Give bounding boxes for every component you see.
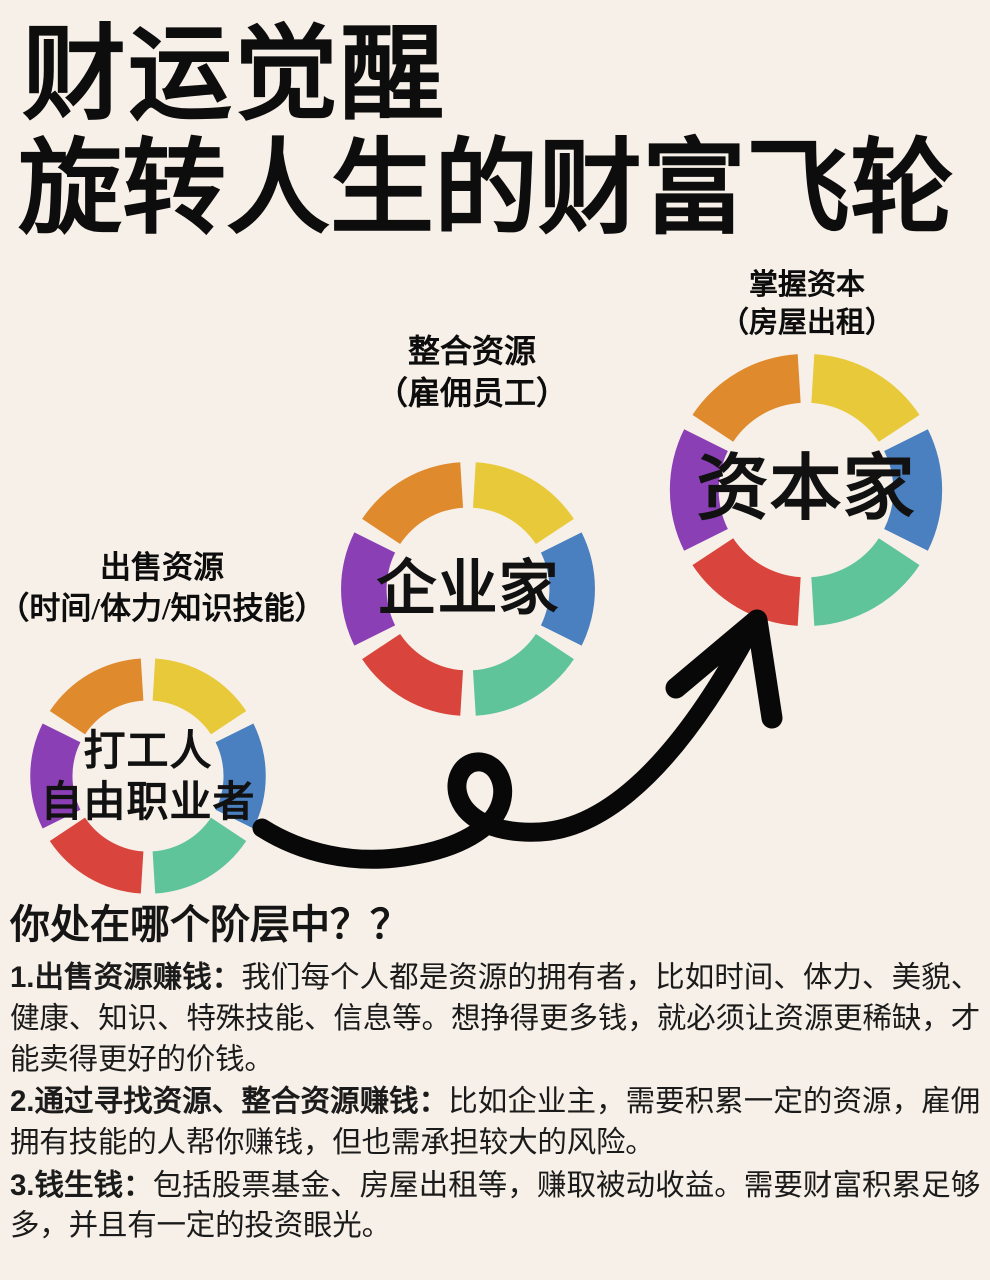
flywheel-segment-orange — [692, 354, 801, 442]
body-paragraph-1-lead: 1.出售资源赚钱： — [10, 961, 242, 995]
flywheel-segment-red — [49, 817, 144, 894]
body-paragraph-3-text: 包括股票基金、房屋出租等，赚取被动收益。需要财富积累足够多，并且有一定的投资眼光… — [10, 1168, 980, 1243]
flywheel-segment-purple — [669, 429, 728, 551]
flywheel-donut-capitalist-svg — [669, 354, 943, 626]
flywheel-segment-purple — [30, 723, 81, 829]
flywheel-label-worker: 出售资源 （时间/体力/知识技能） — [0, 548, 332, 630]
body-paragraph-3-lead: 3.钱生钱： — [10, 1168, 153, 1202]
flywheel-label-worker-line1: 出售资源 — [100, 550, 224, 585]
flywheel-label-entrepreneur: 整合资源 （雇佣员工） — [322, 330, 622, 414]
flywheel-segment-orange — [362, 462, 464, 545]
flywheel-segment-orange — [49, 658, 144, 735]
title-line-2: 旋转人生的财富飞轮 — [18, 132, 955, 247]
flywheel-label-capitalist-line2: （房屋出租） — [719, 307, 894, 340]
flywheel-segment-blue — [884, 429, 943, 551]
body-paragraph-1-text: 我们每个人都是资源的拥有者，比如时间、体力、美貌、健康、知识、特殊技能、信息等。… — [10, 961, 980, 1076]
body-paragraph-2-text: 比如企业主，需要积累一定的资源，雇佣拥有技能的人帮你赚钱，但也需承担较大的风险。 — [10, 1085, 980, 1159]
flywheel-label-entrepreneur-line1: 整合资源 — [407, 333, 536, 369]
flywheel-label-capitalist: 掌握资本 （房屋出租） — [652, 266, 962, 343]
flywheel-label-capitalist-line1: 掌握资本 — [748, 269, 865, 301]
flywheel-donut-worker: 打工人 自由职业者 — [20, 648, 276, 904]
poster-title: 财运觉醒 旋转人生的财富飞轮 — [18, 24, 978, 242]
body-paragraph-2: 2.通过寻找资源、整合资源赚钱：比如企业主，需要积累一定的资源，雇佣拥有技能的人… — [10, 1082, 980, 1163]
flywheel-segment-red — [692, 538, 801, 626]
flywheel-segment-green — [811, 538, 920, 626]
flywheel-segment-red — [362, 633, 464, 716]
flywheel-donut-entrepreneur-svg — [341, 462, 595, 716]
flywheel-segment-blue — [540, 532, 595, 646]
body-paragraph-3: 3.钱生钱：包括股票基金、房屋出租等，赚取被动收益。需要财富积累足够多，并且有一… — [10, 1166, 980, 1247]
flywheel-segment-purple — [341, 532, 396, 646]
flywheel-donut-worker-svg — [30, 658, 266, 894]
body-copy: 你处在哪个阶层中？？ 1.出售资源赚钱：我们每个人都是资源的拥有者，比如时间、体… — [10, 902, 980, 1249]
body-paragraph-1: 1.出售资源赚钱：我们每个人都是资源的拥有者，比如时间、体力、美貌、健康、知识、… — [10, 958, 980, 1080]
flywheel-segment-yellow — [472, 462, 574, 545]
flywheel-donut-capitalist: 资本家 — [658, 342, 954, 638]
flywheel-label-worker-line2: （时间/体力/知识技能） — [0, 590, 326, 626]
body-heading: 你处在哪个阶层中？？ — [10, 903, 410, 947]
title-line-1: 财运觉醒 — [22, 18, 447, 133]
flywheel-segment-green — [472, 633, 574, 716]
flywheel-donut-entrepreneur: 企业家 — [330, 451, 606, 727]
flywheel-label-entrepreneur-line2: （雇佣员工） — [375, 375, 568, 412]
flywheel-segment-yellow — [152, 658, 247, 735]
flywheel-segment-blue — [215, 723, 266, 829]
body-paragraph-2-lead: 2.通过寻找资源、整合资源赚钱： — [10, 1085, 449, 1119]
flywheel-segment-green — [152, 817, 247, 894]
flywheel-segment-yellow — [811, 354, 920, 442]
